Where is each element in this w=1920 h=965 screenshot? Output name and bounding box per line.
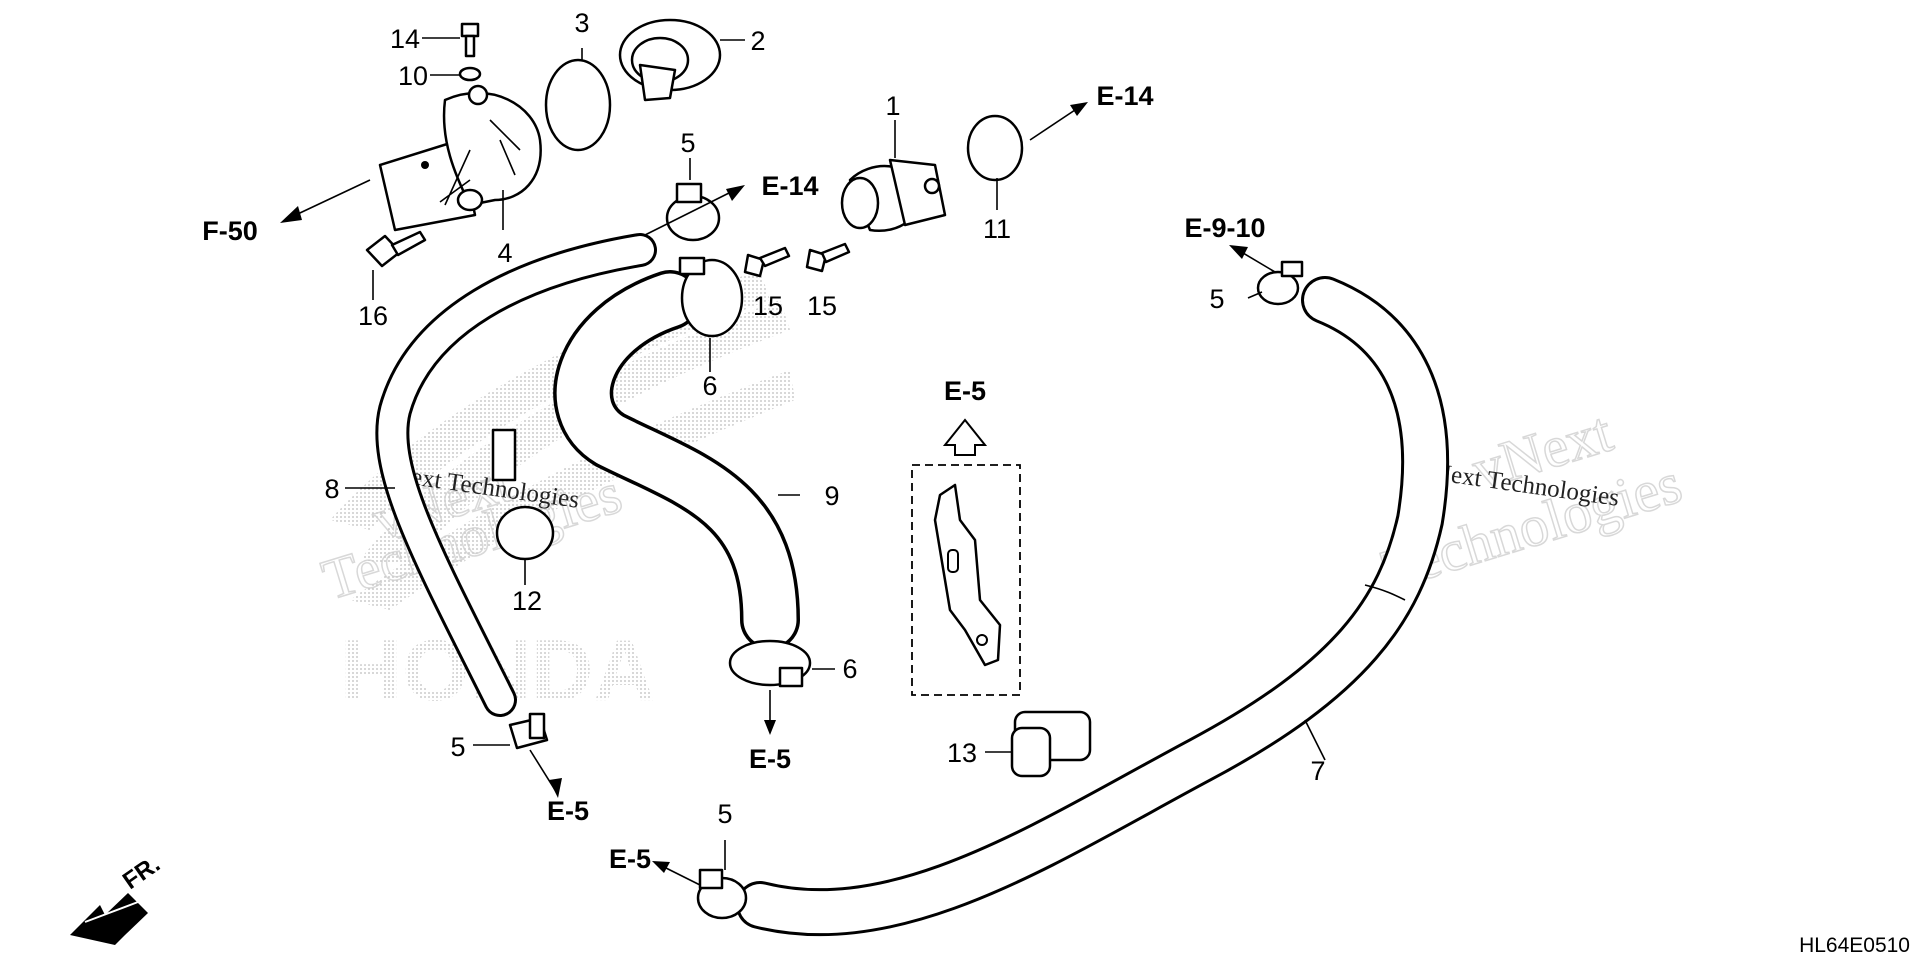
- callout-10: 10: [398, 61, 428, 91]
- callout-6-bottom: 6: [842, 654, 857, 684]
- ref-e14-lower: E-14: [761, 171, 818, 201]
- bolt-15-b[interactable]: [805, 242, 851, 273]
- diagram-code: HL64E0510: [1799, 934, 1910, 957]
- thermostat-housing-4[interactable]: [378, 84, 542, 232]
- bracket-box: [911, 464, 1021, 696]
- bolt-16[interactable]: [365, 230, 427, 268]
- clamp-5-left[interactable]: [508, 712, 549, 750]
- clamp-5-bottom[interactable]: [696, 868, 748, 920]
- callout-5-bottom: 5: [717, 799, 732, 829]
- callout-12: 12: [512, 586, 542, 616]
- ref-e5-bottom: E-5: [609, 844, 651, 874]
- bolt-14[interactable]: [460, 22, 480, 58]
- ref-e14-upper: E-14: [1096, 81, 1153, 111]
- clamp-12[interactable]: [491, 428, 555, 561]
- thermostat-2[interactable]: [618, 18, 722, 102]
- callout-2: 2: [750, 26, 765, 56]
- bracket[interactable]: [933, 483, 1002, 667]
- leader-lines: [345, 37, 1326, 870]
- ref-e5-left: E-5: [547, 796, 589, 826]
- callout-7: 7: [1310, 756, 1325, 786]
- reference-labels: F-50 E-14 E-14 E-9-10 E-5 E-5 E-5 E-5: [202, 81, 1265, 874]
- callout-16: 16: [358, 301, 388, 331]
- water-outlet-1[interactable]: [840, 158, 947, 233]
- clamp-5-right[interactable]: [1256, 260, 1304, 306]
- callout-15-a: 15: [753, 291, 783, 321]
- callout-3: 3: [574, 8, 589, 38]
- callout-13: 13: [947, 738, 977, 768]
- callout-11: 11: [983, 214, 1011, 244]
- hose-9[interactable]: [553, 270, 800, 650]
- clamp-5-top[interactable]: [665, 182, 721, 242]
- callout-9: 9: [824, 481, 839, 511]
- clamp-6-bottom[interactable]: [728, 639, 812, 688]
- gasket-3[interactable]: [544, 58, 612, 152]
- callout-4: 4: [497, 238, 512, 268]
- ref-e5-center: E-5: [749, 744, 791, 774]
- callout-8: 8: [324, 474, 339, 504]
- callout-6-top: 6: [702, 371, 717, 401]
- front-arrow: FR.: [70, 851, 165, 945]
- ref-f50: F-50: [202, 216, 258, 246]
- callout-5-left: 5: [450, 732, 465, 762]
- hose-8[interactable]: [375, 233, 657, 717]
- ref-e9-10: E-9-10: [1184, 213, 1265, 243]
- callout-1: 1: [885, 91, 900, 121]
- ref-e5-bracket: E-5: [944, 376, 986, 406]
- up-arrow-outline: [942, 418, 988, 456]
- clamp-6-top[interactable]: [678, 256, 744, 338]
- callout-14: 14: [390, 24, 420, 54]
- clip-13[interactable]: [1010, 710, 1092, 778]
- callout-5-right: 5: [1209, 284, 1224, 314]
- front-label: FR.: [118, 851, 165, 895]
- callout-15-b: 15: [807, 291, 837, 321]
- reference-arrows: [280, 102, 1276, 886]
- o-ring-11[interactable]: [966, 114, 1024, 182]
- bolt-15-a[interactable]: [743, 246, 791, 278]
- callout-5-top: 5: [680, 128, 695, 158]
- washer-10[interactable]: [458, 66, 482, 82]
- hose-7[interactable]: [736, 276, 1450, 937]
- callout-numbers: 1 2 3 4 5 5 5 5 6 6 7 8 9 10 11 12 13 14…: [324, 8, 1325, 829]
